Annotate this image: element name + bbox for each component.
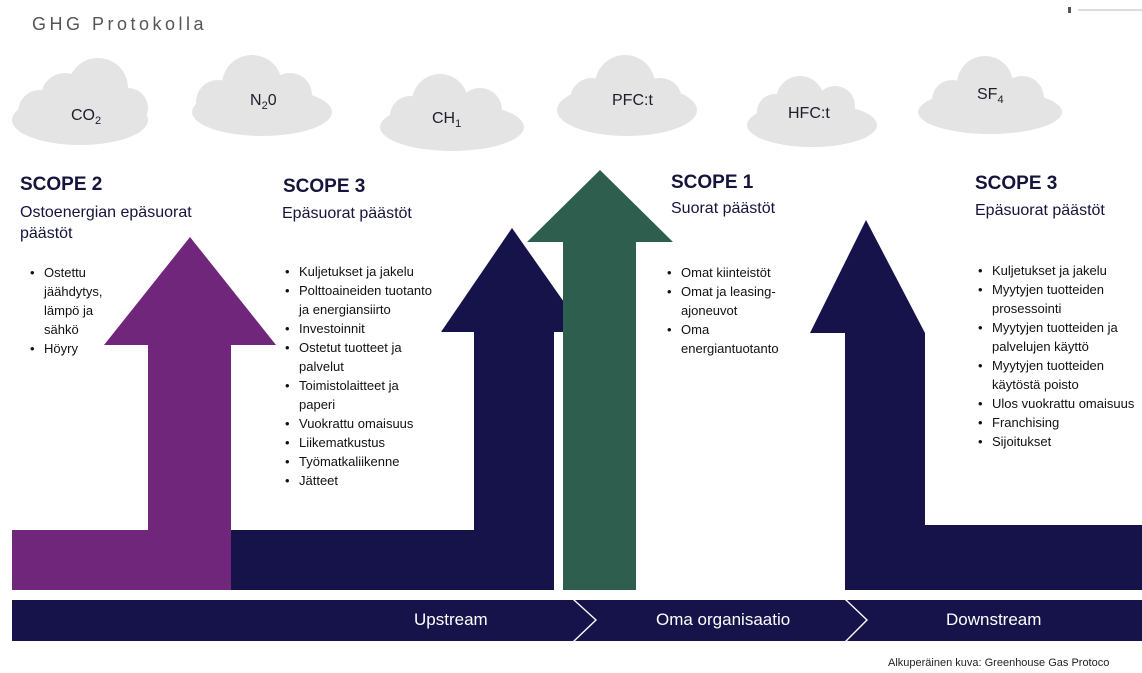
list-item: Höyry — [30, 339, 122, 358]
upstream-label: Upstream — [414, 610, 488, 629]
list-item: Omat kiinteistöt — [667, 263, 807, 282]
list-item: Ostettu jäähdytys, lämpö ja sähkö — [30, 263, 122, 339]
gas-label-pfc: PFC:t — [612, 92, 653, 109]
cloud-sf4 — [918, 56, 1062, 134]
cloud-n2o — [192, 55, 332, 136]
scope3-upstream-heading: SCOPE 3 — [283, 176, 366, 197]
scope3-downstream-arrow — [810, 220, 1142, 590]
list-item: Sijoitukset — [978, 432, 1140, 451]
list-item: Kuljetukset ja jakelu — [978, 261, 1140, 280]
list-item: Työmatkaliikenne — [285, 452, 437, 471]
list-item: Investoinnit — [285, 319, 437, 338]
downstream-band — [847, 600, 1142, 641]
source-credit: Alkuperäinen kuva: Greenhouse Gas Protoc… — [888, 657, 1110, 669]
scope3-downstream-list: Kuljetukset ja jakelu Myytyjen tuotteide… — [978, 261, 1140, 451]
scope1-arrow — [527, 170, 673, 590]
scope1-list: Omat kiinteistöt Omat ja leasing-ajoneuv… — [667, 263, 807, 358]
list-item: Omat ja leasing-ajoneuvot — [667, 282, 807, 320]
gas-label-hfc: HFC:t — [788, 105, 830, 122]
own-organization-label: Oma organisaatio — [656, 610, 791, 629]
list-item: Liikematkustus — [285, 433, 437, 452]
scope3-upstream-arrow — [231, 228, 585, 590]
list-item: Vuokrattu omaisuus — [285, 414, 437, 433]
gas-label-sf4: SF4 — [977, 86, 1004, 107]
scope3-downstream-subtitle: Epäsuorat päästöt — [975, 202, 1105, 219]
scope2-heading: SCOPE 2 — [20, 174, 103, 195]
gas-label-co2: CO2 — [71, 107, 102, 128]
list-item: Kuljetukset ja jakelu — [285, 262, 437, 281]
upstream-band — [12, 600, 595, 641]
list-item: Polttoaineiden tuotanto ja energiansiirt… — [285, 281, 437, 319]
cloud-co2 — [12, 58, 148, 145]
corner-decoration — [1068, 0, 1142, 13]
list-item: Oma energiantuotanto — [667, 320, 807, 358]
scope3-upstream-subtitle: Epäsuorat päästöt — [282, 205, 412, 222]
scope3-upstream-list: Kuljetukset ja jakelu Polttoaineiden tuo… — [285, 262, 437, 490]
scope1-subtitle: Suorat päästöt — [671, 200, 776, 217]
scope1-heading: SCOPE 1 — [671, 172, 754, 193]
list-item: Myytyjen tuotteiden käytöstä poisto — [978, 356, 1140, 394]
scope2-arrow — [12, 237, 276, 590]
list-item: Ostetut tuotteet ja palvelut — [285, 338, 437, 376]
gas-label-n2o: N20 — [250, 92, 277, 113]
list-item: Franchising — [978, 413, 1140, 432]
downstream-label: Downstream — [946, 610, 1042, 629]
own-organization-band — [575, 600, 866, 641]
gas-label-ch1: CH1 — [432, 110, 462, 131]
page-title: GHG Protokolla — [32, 14, 208, 34]
scope2-subtitle: Ostoenergian epäsuorat päästöt — [20, 204, 192, 242]
list-item: Myytyjen tuotteiden ja palvelujen käyttö — [978, 318, 1140, 356]
list-item: Jätteet — [285, 471, 437, 490]
scope2-list: Ostettu jäähdytys, lämpö ja sähkö Höyry — [30, 263, 122, 358]
cloud-ch1 — [380, 74, 524, 151]
list-item: Myytyjen tuotteiden prosessointi — [978, 280, 1140, 318]
cloud-pfc — [557, 55, 697, 136]
list-item: Toimistolaitteet ja paperi — [285, 376, 437, 414]
scope3-downstream-heading: SCOPE 3 — [975, 173, 1058, 194]
cloud-hfc — [747, 76, 877, 147]
list-item: Ulos vuokrattu omaisuus — [978, 394, 1140, 413]
